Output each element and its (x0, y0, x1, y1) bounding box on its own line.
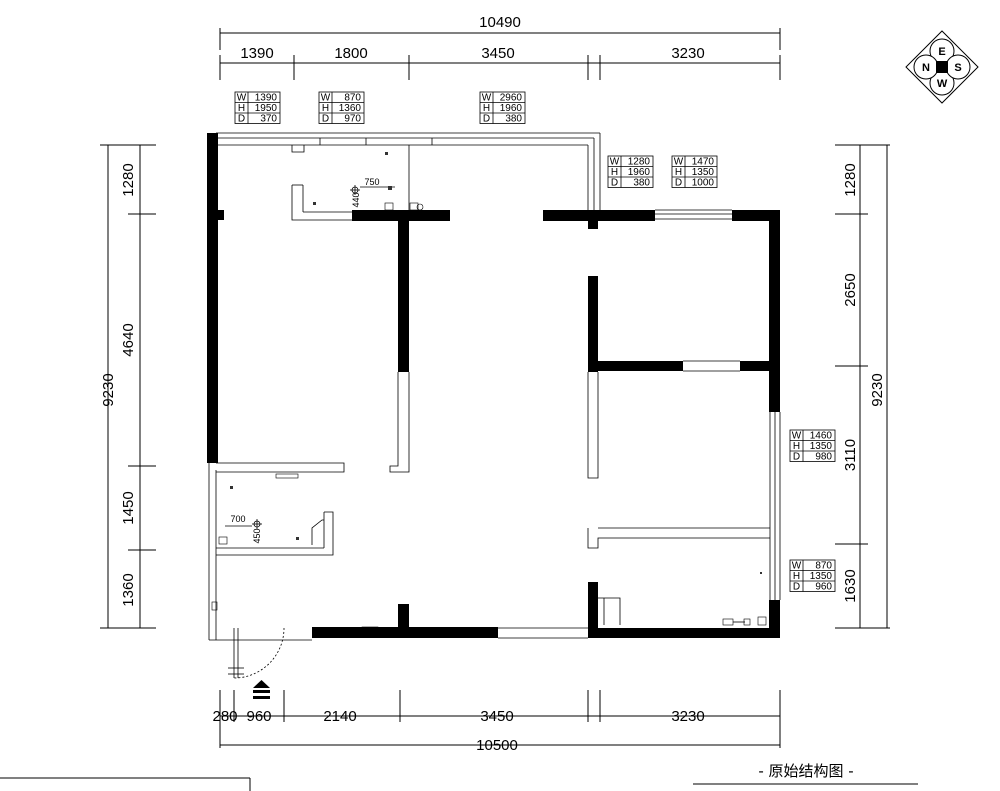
window-table-value: 1950 (255, 103, 278, 114)
window-table-key: H (793, 571, 800, 582)
window-table-key: W (321, 93, 331, 104)
window-table-value: 1360 (339, 103, 362, 114)
bottom-seg-5: 3230 (671, 708, 704, 725)
window-table-key: W (482, 93, 492, 104)
walls (207, 133, 780, 638)
right-seg-4: 1630 (842, 569, 859, 602)
drawing-title: - 原始结构图 - (693, 762, 918, 785)
left-seg-3: 1450 (120, 491, 137, 524)
right-seg-1: 1280 (842, 163, 859, 196)
right-dimensions: 1280 2650 3110 1630 9230 (835, 144, 890, 629)
title-text: - 原始结构图 - (758, 762, 853, 780)
window-table-key: W (674, 157, 684, 168)
outer-outline (208, 132, 781, 641)
bottom-seg-4: 3450 (480, 708, 513, 725)
window-table-key: H (483, 103, 490, 114)
kitchen-height-label: 440 (351, 192, 361, 207)
bottom-seg-2: 960 (246, 708, 271, 725)
left-seg-4: 1360 (120, 573, 137, 606)
window-table-key: H (322, 103, 329, 114)
top-seg-4: 3230 (671, 45, 704, 62)
window-table-value: 380 (633, 178, 650, 189)
compass-w: W (937, 78, 948, 90)
compass-n: N (922, 62, 930, 74)
fixtures: 750 440 700 450 (211, 152, 767, 632)
window-table-key: D (483, 114, 490, 125)
window-table-key: W (237, 93, 247, 104)
right-total-dim: 9230 (869, 373, 886, 406)
window-table-key: D (238, 114, 245, 125)
window-table-key: D (793, 452, 800, 463)
window-table-key: D (322, 114, 329, 125)
right-seg-2: 2650 (842, 273, 859, 306)
right-seg-3: 3110 (842, 439, 859, 471)
bottom-seg-1: 280 (212, 708, 237, 725)
bottom-seg-3: 2140 (323, 708, 356, 725)
bath-width-label: 700 (230, 514, 245, 524)
window-table-key: H (611, 167, 618, 178)
compass-e: E (938, 46, 945, 58)
window-table-value: 1000 (692, 178, 715, 189)
window-table-key: W (792, 431, 802, 442)
compass-s: S (954, 62, 961, 74)
window-table-key: D (611, 178, 618, 189)
left-seg-1: 1280 (120, 163, 137, 196)
top-seg-1: 1390 (240, 45, 273, 62)
window-table-key: H (238, 103, 245, 114)
window-table-key: D (675, 178, 682, 189)
top-seg-3: 3450 (481, 45, 514, 62)
bottom-total-dim: 10500 (476, 737, 518, 754)
window-table-value: 1350 (692, 167, 715, 178)
window-table-value: 370 (260, 114, 277, 125)
window-table-value: 1470 (692, 157, 715, 168)
window-table-value: 1390 (255, 93, 278, 104)
window-table-value: 1350 (810, 571, 833, 582)
window-table-key: W (610, 157, 620, 168)
top-seg-2: 1800 (334, 45, 367, 62)
window-table-value: 870 (344, 93, 361, 104)
window-table-value: 870 (815, 561, 832, 572)
window-table-value: 1350 (810, 441, 833, 452)
window-table-value: 1280 (628, 157, 651, 168)
left-seg-2: 4640 (120, 323, 137, 356)
window-table-key: H (675, 167, 682, 178)
window-table-value: 980 (815, 452, 832, 463)
compass: E W N S (905, 30, 979, 104)
window-table-key: H (793, 441, 800, 452)
window-table-value: 970 (344, 114, 361, 125)
window-table-key: W (792, 561, 802, 572)
window-table-key: D (793, 582, 800, 593)
window-table-value: 1960 (628, 167, 651, 178)
top-dimensions: 10490 1390 1800 3450 3230 (219, 14, 781, 80)
left-total-dim: 9230 (100, 373, 117, 406)
kitchen-width-label: 750 (364, 177, 379, 187)
frame-fragment (0, 777, 251, 791)
bath-height-label: 450 (252, 528, 262, 543)
window-table-value: 960 (815, 582, 832, 593)
bottom-dimensions: 280 960 2140 3450 3230 10500 (212, 690, 781, 754)
window-table-value: 2960 (500, 93, 523, 104)
window-table-value: 1460 (810, 431, 833, 442)
left-dimensions: 9230 1280 4640 1450 1360 (100, 144, 156, 629)
entry-door (228, 627, 285, 699)
window-table-value: 380 (505, 114, 522, 125)
window-table-value: 1960 (500, 103, 523, 114)
top-total-dim: 10490 (479, 14, 521, 31)
